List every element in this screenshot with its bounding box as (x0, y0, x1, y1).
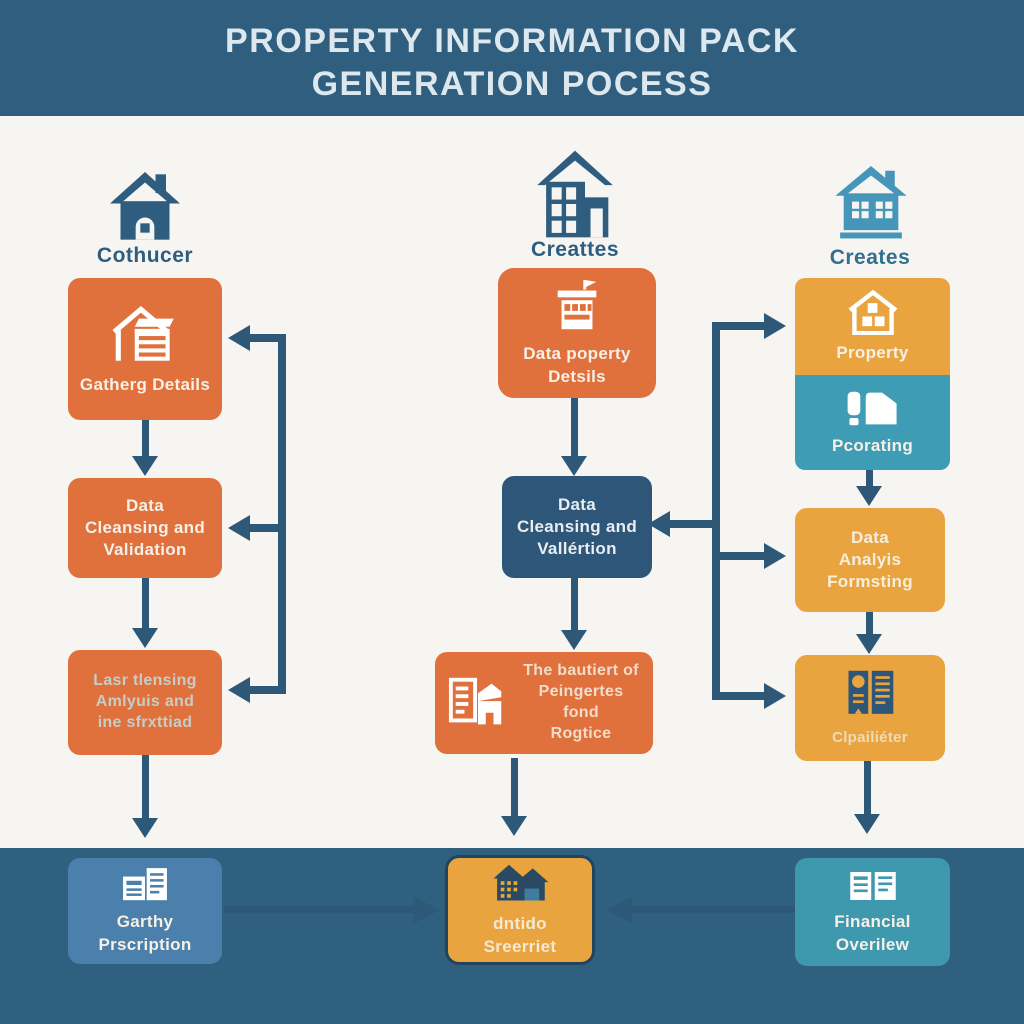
process-box-data-cleansing-middle: Data Cleansing and Vallértion (502, 476, 652, 578)
output-box-summary: dntido Sreerriet (445, 855, 595, 965)
process-box-register-middle: The bautiert of Peingertes fond Rogtice (435, 652, 653, 754)
box-label: The bautiert of Peingertes fond Rogtice (523, 662, 639, 742)
box-label: Pcorating (831, 435, 914, 455)
box-label: Lasr tlensing Amlyuis and ine sfrxttiad (93, 672, 197, 731)
house-boxes-icon (848, 289, 897, 335)
page-title: PROPERTY INFORMATION PACK GENERATION POC… (0, 0, 1024, 106)
process-box-data-cleansing-left: Data Cleansing and Validation (68, 478, 222, 578)
column-label-right: Creates (829, 246, 911, 269)
documents-icon (123, 868, 167, 901)
house-icon (110, 172, 180, 240)
process-box-formatting: Pcorating (795, 375, 950, 470)
process-box-analysis-left: Lasr tlensing Amlyuis and ine sfrxttiad (68, 650, 222, 755)
process-box-data-analysis: Data Analyis Formsting (795, 508, 945, 612)
box-label: Data poperty Detsils (523, 344, 631, 386)
title-line-1: PROPERTY INFORMATION PACK (225, 22, 799, 60)
documents-icon (849, 872, 896, 901)
title-line-2: GENERATION POCESS (311, 64, 713, 103)
box-label: Data Cleansing and Vallértion (516, 494, 638, 559)
document-person-icon (448, 677, 502, 725)
column-label-left: Cothucer (96, 244, 194, 267)
box-label: Property (836, 342, 909, 362)
box-label: Clpailiéter (832, 728, 908, 746)
process-box-property-formatting: Property Pcorating (795, 278, 950, 470)
houses-icon (493, 865, 549, 901)
box-label: Financial Overilew (834, 912, 911, 954)
process-box-property: Property (795, 278, 950, 375)
box-label: Data Analyis Formsting (827, 527, 913, 592)
house-document-icon (112, 306, 174, 362)
header-band: PROPERTY INFORMATION PACK GENERATION POC… (0, 0, 1024, 116)
printer-folder-icon (847, 391, 897, 426)
building-icon (537, 150, 613, 238)
box-label: Data Cleansing and Validation (84, 495, 206, 560)
output-box-description: Garthy Prscription (68, 858, 222, 964)
process-box-gather-details: Gatherg Details (68, 278, 222, 420)
certificate-icon (848, 670, 894, 714)
process-box-property-details: Data poperty Detsils (498, 268, 656, 398)
building-flag-icon (557, 280, 597, 330)
box-label: Gatherg Details (79, 375, 211, 395)
box-label: dntido Sreerriet (483, 914, 557, 956)
output-box-financial-overview: Financial Overilew (795, 858, 950, 966)
box-label: Garthy Prscription (98, 912, 192, 954)
column-label-middle: Creattes (530, 238, 620, 261)
process-box-certificate: Clpailiéter (795, 655, 945, 761)
house-icon (835, 166, 907, 239)
